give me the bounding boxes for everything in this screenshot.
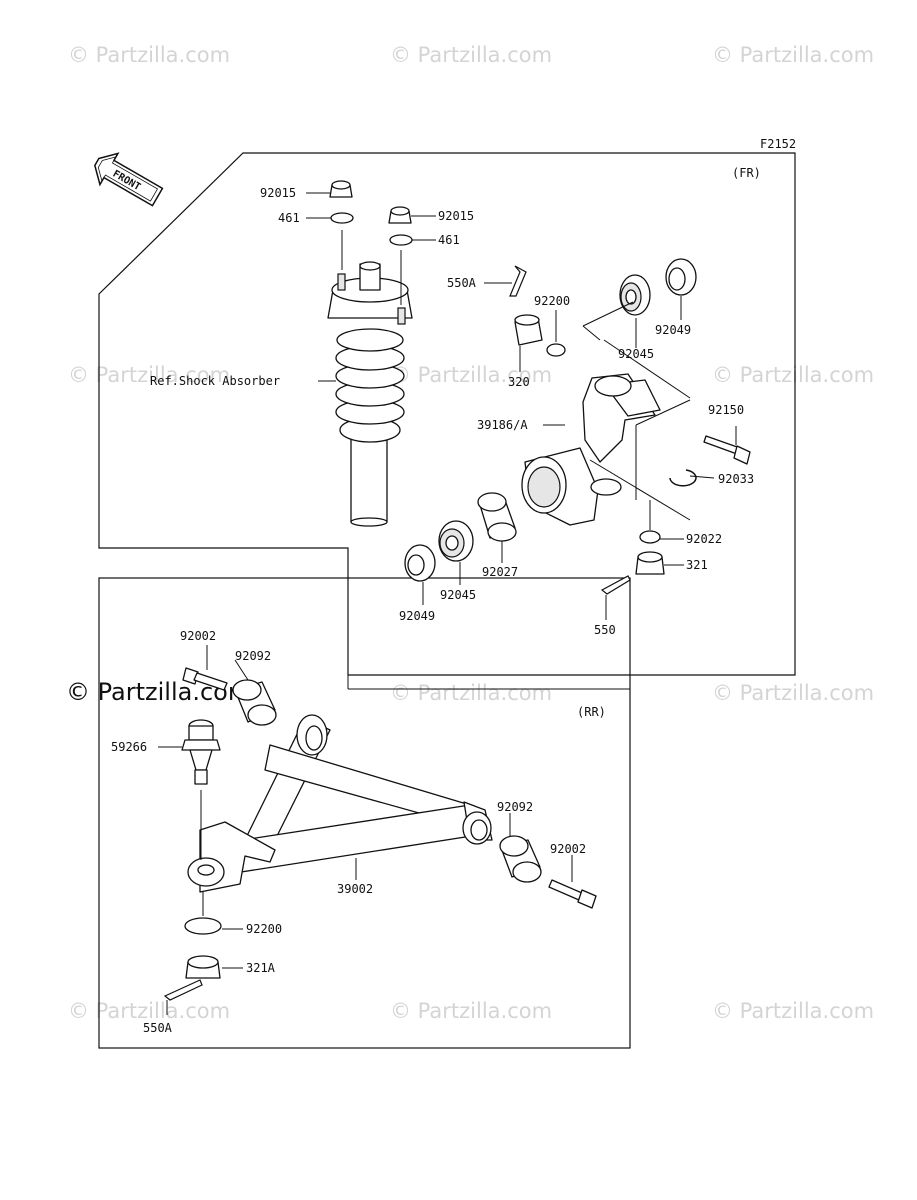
shock-absorber [327,261,413,527]
label-92092: 92092 [235,649,271,663]
seal-92049-bottom [404,544,436,582]
nut-92015-left [329,180,353,198]
watermark: © Partzilla.com [68,363,230,387]
label-550a: 550A [143,1021,173,1035]
label-320: 320 [508,375,530,389]
circlip-92033 [669,469,697,487]
label-92033: 92033 [718,472,754,486]
label-92200: 92200 [534,294,570,308]
figure-code: F2152 [760,137,796,151]
seal-92049-top [665,258,697,296]
watermark: © Partzilla.com [712,43,874,67]
steering-knuckle [521,373,661,526]
bolt-92002-left [182,667,228,691]
washer-461-right [389,234,413,246]
rear-group-frame [98,577,631,1049]
washer-92200-front [546,343,566,357]
bolt-92150 [703,435,751,465]
label-39002: 39002 [337,882,373,896]
label-92002: 92002 [550,842,586,856]
rear-group-label: (RR) [577,705,606,719]
castle-nut-321a [185,955,221,979]
cotter-pin-550a-rear [163,979,203,1001]
watermark: © Partzilla.com [390,681,552,705]
label-92045: 92045 [440,588,476,602]
cotter-pin-550a [509,265,527,297]
castle-nut-320 [514,314,543,346]
nut-92015-right [388,206,412,224]
ball-joint-59266 [181,719,221,785]
front-arrow-icon: FRONT [94,152,164,207]
watermarks: © Partzilla.com © Partzilla.com © Partzi… [66,43,874,1023]
label-92015: 92015 [438,209,474,223]
bushing-92092-right [499,835,542,883]
washer-461-left [330,212,354,224]
label-92027: 92027 [482,565,518,579]
label-92092: 92092 [497,800,533,814]
label-92045: 92045 [618,347,654,361]
watermark: © Partzilla.com [390,363,552,387]
label-92015: 92015 [260,186,296,200]
bolt-92002-right [548,879,597,909]
spacer-92027 [477,492,517,542]
label-461: 461 [278,211,300,225]
watermark: © Partzilla.com [712,363,874,387]
label-92049: 92049 [399,609,435,623]
cotter-pin-550 [600,575,631,595]
front-group-label: (FR) [732,166,761,180]
label-321: 321 [686,558,708,572]
label-550: 550 [594,623,616,637]
label-92022: 92022 [686,532,722,546]
label-39186a: 39186/A [477,418,528,432]
label-92200: 92200 [246,922,282,936]
watermark: © Partzilla.com [68,999,230,1023]
watermark: © Partzilla.com [712,681,874,705]
bearing-92045-top [619,274,651,316]
watermark: © Partzilla.com [712,999,874,1023]
castle-nut-321 [635,551,665,575]
bushing-92092-left [232,679,277,726]
front-leader-lines [306,192,737,620]
label-92049: 92049 [655,323,691,337]
label-92150: 92150 [708,403,744,417]
label-ref-shock-absorber: Ref.Shock Absorber [150,374,280,388]
rear-leader-lines [158,645,573,1015]
label-321a: 321A [246,961,276,975]
washer-92200-rear [184,917,222,935]
watermark: © Partzilla.com [390,43,552,67]
label-92002: 92002 [180,629,216,643]
label-59266: 59266 [111,740,147,754]
label-461: 461 [438,233,460,247]
washer-92022 [639,530,661,544]
watermark: © Partzilla.com [390,999,552,1023]
watermark: © Partzilla.com [68,43,230,67]
a-arm-39002 [187,714,493,893]
bearing-92045-bottom [438,520,474,562]
label-550a: 550A [447,276,477,290]
